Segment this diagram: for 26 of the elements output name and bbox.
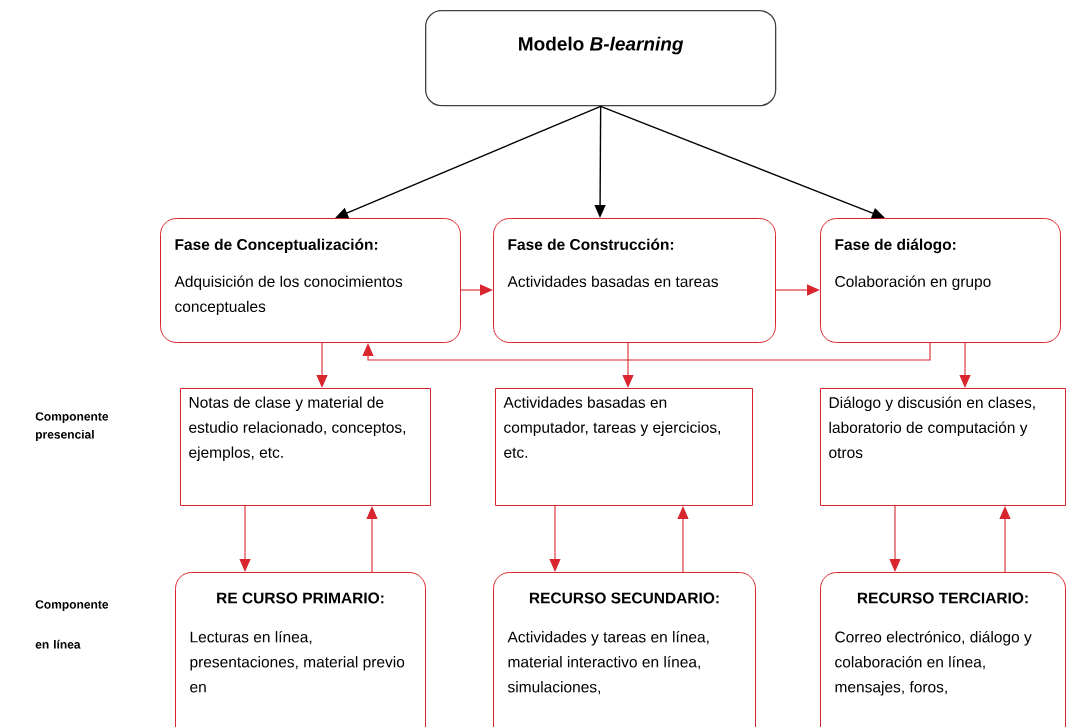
arrow [460,284,493,296]
side-label: Componente presencial [35,412,109,442]
phase-box: Fase de Conceptualización: Adquisición de los conocimientos conceptuales [160,218,461,343]
arrow [335,105,602,219]
activity-box: Notas de clase y material de estudio relacionado, conceptos, ejemplos, etc. [180,388,431,506]
resource-box: RE CURSO PRIMARIO: Lecturas en línea, presentaciones, material previo en [175,572,426,727]
resource-box: RECURSO TERCIARIO: Correo electrónico, diálogo y colaboración en línea, mensajes, foros, [820,572,1066,727]
arrow [362,342,931,361]
arrow [549,505,561,572]
arrow [889,505,901,572]
arrow [622,342,634,388]
arrow [599,105,885,219]
side-label: Componente en línea [35,600,109,649]
arrow [316,342,328,388]
resource-box: RECURSO SECUNDARIO: Actividades y tareas en línea, material interactivo en línea, simulaciones, [493,572,756,727]
title-box: Modelo B-learning [425,10,777,107]
arrow [366,506,378,573]
phase-box: Fase de Construcción: Actividades basadas en tareas [493,218,776,343]
arrow [999,506,1011,573]
activity-box: Diálogo y discusión en clases, laboratorio de computación y otros [820,388,1066,506]
arrow [775,284,820,296]
arrow [239,505,251,572]
activity-box: Actividades basadas en computador, tareas y ejercicios, etc. [495,388,753,506]
arrow [959,342,971,388]
arrow [677,506,689,573]
phase-box: Fase de diálogo: Colaboración en grupo [820,218,1061,343]
